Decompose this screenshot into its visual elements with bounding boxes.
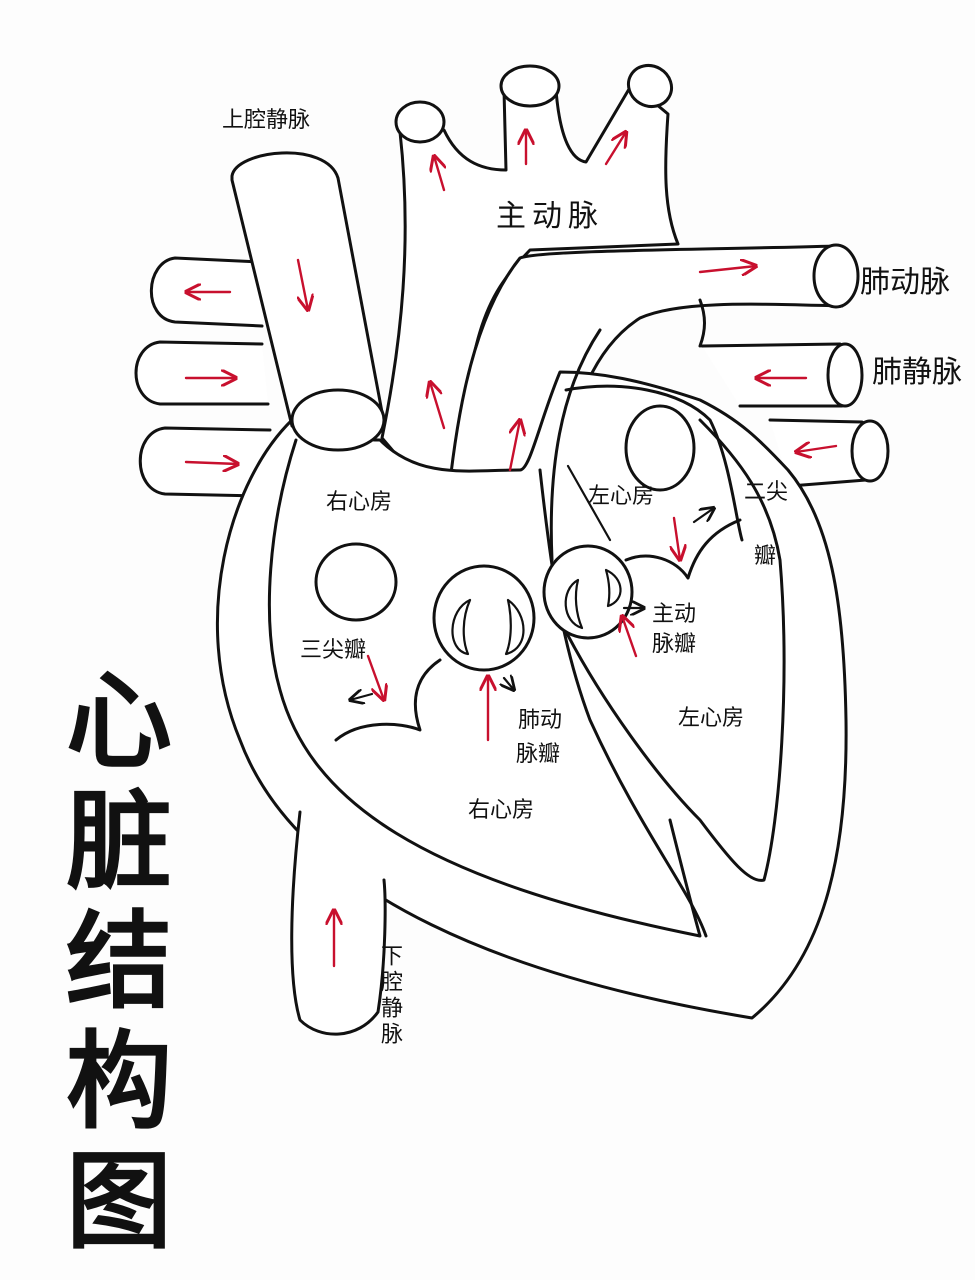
- label-left-ventricle: 左心房: [678, 706, 745, 731]
- flow-arrow-ascending-aorta: [430, 382, 446, 430]
- aortic-valve-ring: [542, 544, 634, 640]
- atrial-septum: [566, 464, 612, 542]
- heart-outer-wall: [215, 370, 848, 1020]
- pointer-tricuspid: [350, 694, 374, 700]
- flow-arrow-rpv-lower: [796, 446, 838, 452]
- flow-arrow-svc: [298, 258, 308, 310]
- left-atrium-boundary: [564, 384, 744, 542]
- aortic-valve-cusp-right: [604, 568, 622, 608]
- label-pointer-arrows: [350, 508, 714, 700]
- label-pulmonary-artery: 肺动脉: [860, 265, 950, 300]
- label-aortic-valve-line2: 脉瓣: [652, 632, 697, 657]
- aorta-branch-middle-opening: [499, 64, 561, 108]
- page-title: 心脏结构图: [48, 665, 173, 1265]
- pulmonary-vein-inlet: [624, 404, 696, 492]
- flow-arrow-mitral: [674, 516, 680, 560]
- right-pulmonary-vein-upper-opening: [826, 342, 864, 408]
- aorta-branch-right-opening: [626, 63, 674, 109]
- label-aortic-valve-line1: 主动: [652, 602, 697, 627]
- pulmonary-valve-cusp-left: [451, 598, 472, 656]
- interventricular-septum: [538, 468, 708, 938]
- aorta-branch-left-opening: [394, 100, 446, 144]
- left-pulmonary-vein-middle: [134, 340, 270, 406]
- pulmonary-valve-ring: [432, 564, 536, 672]
- superior-vena-cava-opening: [290, 388, 386, 452]
- flow-arrow-aortic-valve: [622, 616, 638, 658]
- blood-flow-arrows: [184, 130, 838, 968]
- right-pulmonary-vein-lower-opening: [850, 419, 890, 483]
- pointer-mitral-valve: [692, 508, 714, 524]
- tricuspid-valve: [334, 658, 442, 742]
- flow-arrow-tricuspid: [366, 654, 384, 700]
- label-inferior-vena-cava: 下腔静脉: [377, 944, 402, 1048]
- pulmonary-artery-opening: [812, 243, 860, 309]
- label-mitral-valve-line1: 二尖: [744, 480, 789, 505]
- flow-arrow-lpv-lower: [184, 462, 238, 464]
- pulmonary-valve-cusp-right: [504, 598, 525, 656]
- label-pulmonary-valve-line1: 肺动: [518, 708, 563, 733]
- flow-arrow-aorta-right: [604, 132, 626, 166]
- right-heart-inner-wall: [267, 438, 702, 938]
- pointer-pulmonary-valve: [504, 678, 514, 690]
- mitral-valve: [624, 518, 742, 580]
- label-right-ventricle: 右心房: [468, 798, 535, 823]
- label-tricuspid-valve: 三尖瓣: [300, 638, 367, 663]
- flow-arrow-pulmonary-artery: [698, 266, 756, 272]
- label-right-atrium: 右心房: [326, 490, 393, 515]
- aortic-valve-cusp-left: [564, 578, 584, 630]
- right-atrium-opening: [314, 542, 398, 622]
- label-pulmonary-valve-line2: 脉瓣: [516, 742, 561, 767]
- pulmonary-artery-branch-line: [698, 298, 706, 348]
- label-aorta: 主动脉: [496, 199, 604, 234]
- left-ventricle-inner-wall: [549, 328, 786, 882]
- flow-arrow-pulmonary-trunk: [510, 420, 520, 472]
- label-mitral-valve-line2: 瓣: [754, 544, 777, 569]
- flow-arrow-aorta-left: [434, 156, 444, 192]
- label-superior-vena-cava: 上腔静脉: [222, 108, 311, 133]
- label-pulmonary-vein: 肺静脉: [872, 355, 962, 390]
- label-left-atrium: 左心房: [588, 484, 655, 509]
